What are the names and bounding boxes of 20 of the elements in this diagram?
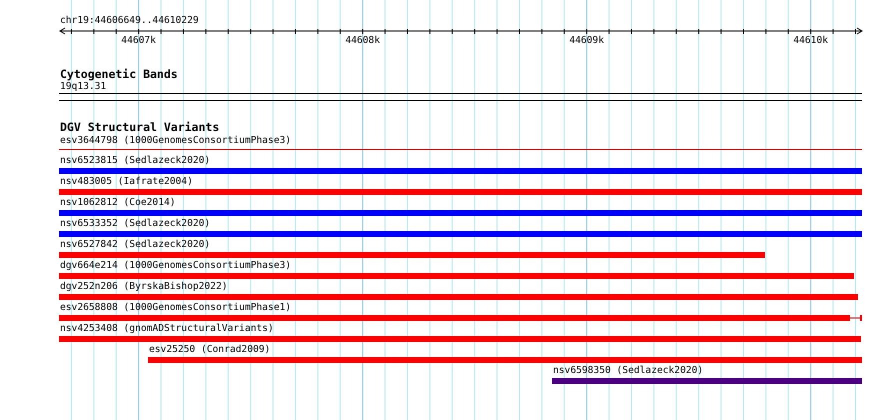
feature-label: nsv6527842 (Sedlazeck2020) bbox=[60, 239, 210, 251]
axis-tick-label: 44608k bbox=[345, 35, 380, 47]
feature-label: nsv6598350 (Sedlazeck2020) bbox=[553, 365, 704, 377]
feature-label: dgv664e214 (1000GenomesConsortiumPhase3) bbox=[60, 260, 292, 272]
axis-tick-label: 44610k bbox=[793, 35, 828, 47]
axis-tick-label: 44607k bbox=[121, 35, 156, 47]
feature-label: esv2658808 (1000GenomesConsortiumPhase1) bbox=[60, 302, 292, 314]
feature-label: nsv4253408 (gnomADStructuralVariants) bbox=[60, 323, 274, 335]
band-label: 19q13.31 bbox=[60, 80, 106, 92]
feature-label: nsv1062812 (Coe2014) bbox=[60, 197, 176, 209]
feature-label: esv25250 (Conrad2009) bbox=[149, 344, 270, 356]
feature-label: dgv252n206 (ByrskaBishop2022) bbox=[60, 281, 228, 293]
axis-tick-label: 44609k bbox=[569, 35, 604, 47]
track-heading: Cytogenetic Bands bbox=[60, 68, 178, 80]
feature-label: esv3644798 (1000GenomesConsortiumPhase3) bbox=[60, 134, 292, 146]
feature-label: nsv6533352 (Sedlazeck2020) bbox=[60, 218, 210, 230]
track-heading: DGV Structural Variants bbox=[60, 121, 220, 134]
locus-label: chr19:44606649..44610229 bbox=[60, 15, 199, 27]
feature-label: nsv6523815 (Sedlazeck2020) bbox=[60, 155, 210, 167]
feature-label: nsv483005 (Iafrate2004) bbox=[60, 176, 193, 188]
